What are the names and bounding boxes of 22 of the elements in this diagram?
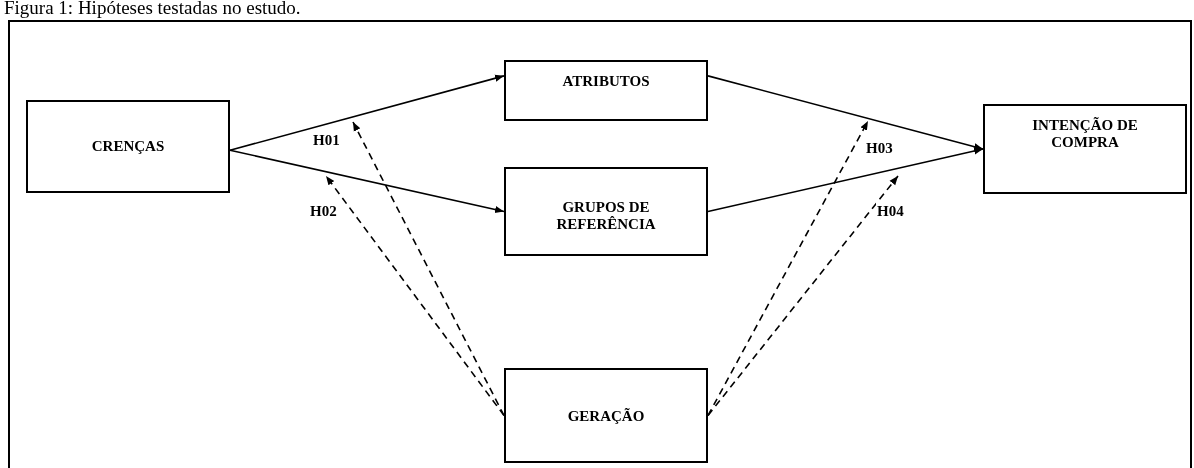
edge-label: H02 [309, 203, 338, 219]
node-label: GRUPOS DE REFERÊNCIA [555, 199, 657, 234]
dashed-arrow [707, 120, 869, 417]
arrow [707, 75, 984, 151]
arrow [707, 147, 984, 213]
edge-label: H01 [312, 132, 341, 148]
concept-box [26, 100, 230, 193]
concept-box [504, 167, 708, 256]
node-label: CRENÇAS [90, 138, 166, 156]
edge-label: H04 [876, 203, 905, 219]
edge-label: H03 [865, 140, 894, 156]
arrow [229, 149, 505, 214]
node-label: GERAÇÃO [566, 408, 646, 426]
concept-box [504, 60, 708, 121]
concept-box [504, 368, 708, 463]
arrow [229, 74, 505, 151]
dashed-arrow [325, 175, 505, 417]
node-label: INTENÇÃO DE COMPRA [1031, 117, 1139, 152]
concept-box [983, 104, 1187, 194]
figure-title: Figura 1: Hipóteses testadas no estudo. [4, 0, 301, 18]
dashed-arrow [707, 175, 899, 417]
node-label: ATRIBUTOS [561, 73, 651, 91]
